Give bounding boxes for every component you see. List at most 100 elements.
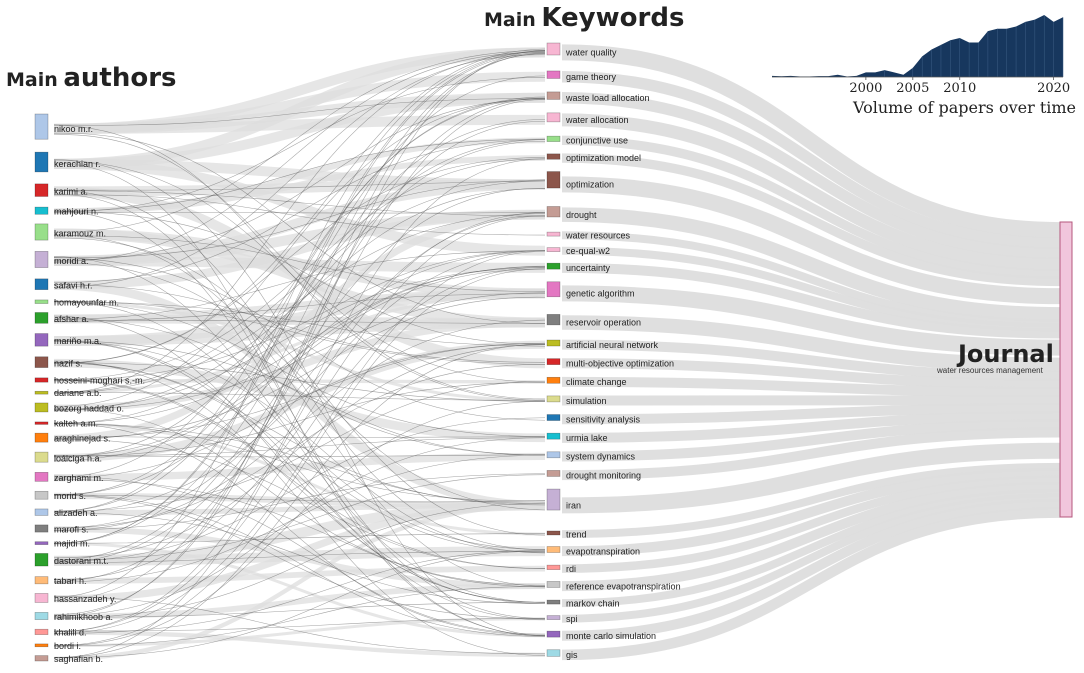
author-node-rahimikhoob-a[interactable]: rahimikhoob a. <box>34 612 113 622</box>
keyword-bar <box>546 615 561 620</box>
keyword-node-game-theory[interactable]: game theory <box>546 70 617 82</box>
author-node-karamouz-m[interactable]: karamouz m. <box>34 223 106 241</box>
keyword-label: water allocation <box>565 115 629 125</box>
keyword-node-trend[interactable]: trend <box>546 529 587 539</box>
keyword-node-multi-objective-optimization[interactable]: multi-objective optimization <box>546 358 674 368</box>
author-node-majidi-m[interactable]: majidi m. <box>34 539 90 549</box>
journal-name-label: water resources management <box>937 366 1043 375</box>
flow-multi-objective-optimization-to-journal <box>561 358 1061 390</box>
author-node-mari-o-m-a[interactable]: mariño m.a. <box>34 333 102 347</box>
author-label: homayounfar m. <box>54 297 119 307</box>
author-node-bozorg-haddad-o[interactable]: bozorg haddad o. <box>34 402 124 414</box>
link-moridi-a-1 <box>53 99 546 261</box>
keyword-node-genetic-algorithm[interactable]: genetic algorithm <box>546 281 635 299</box>
keyword-node-water-resources[interactable]: water resources <box>546 230 631 240</box>
keyword-bar <box>546 91 561 100</box>
band-tabari-h-to-rdi <box>53 565 546 584</box>
author-node-alizadeh-a[interactable]: alizadeh a. <box>34 508 98 518</box>
author-node-tabari-h[interactable]: tabari h. <box>34 576 87 586</box>
keywords-heading: Main Keywords <box>484 3 684 33</box>
band-safavi-h-r-to-drought <box>53 210 546 290</box>
keyword-node-artificial-neural-network[interactable]: artificial neural network <box>546 339 659 350</box>
author-node-homayounfar-m[interactable]: homayounfar m. <box>34 297 119 307</box>
keyword-node-drought-monitoring[interactable]: drought monitoring <box>546 470 641 480</box>
keyword-node-climate-change[interactable]: climate change <box>546 376 627 387</box>
author-node-afshar-a[interactable]: afshar a. <box>34 312 89 324</box>
author-node-moridi-a[interactable]: moridi a. <box>34 251 89 268</box>
author-label: hosseini-moghari s.-m. <box>54 376 145 386</box>
author-bar <box>34 151 49 173</box>
author-node-nikoo-m-r[interactable]: nikoo m.r. <box>34 113 93 140</box>
author-label: majidi m. <box>54 539 90 549</box>
keyword-node-rdi[interactable]: rdi <box>546 564 576 574</box>
keyword-bar <box>546 649 561 657</box>
keyword-node-drought[interactable]: drought <box>546 206 597 220</box>
link-hassanzadeh-y-2 <box>53 595 546 655</box>
link-khalili-d-4 <box>53 251 546 635</box>
link-mari-o-m-a-3 <box>53 340 546 456</box>
keyword-node-optimization-model[interactable]: optimization model <box>546 153 641 163</box>
keyword-node-water-quality[interactable]: water quality <box>546 42 617 58</box>
author-node-dariane-a-b[interactable]: dariane a.b. <box>34 388 102 398</box>
link-hassanzadeh-y-1 <box>53 50 546 598</box>
flow-water-resources-to-journal <box>561 231 1061 328</box>
author-bar <box>34 524 49 533</box>
keyword-node-waste-load-allocation[interactable]: waste load allocation <box>546 91 650 103</box>
author-node-araghinejad-s[interactable]: araghinejad s. <box>34 432 111 444</box>
link-dastorani-m-t-2 <box>53 474 546 561</box>
keyword-node-urmia-lake[interactable]: urmia lake <box>546 432 608 443</box>
author-node-bordi-i[interactable]: bordi i. <box>34 641 81 651</box>
author-node-lo-iciga-h-a[interactable]: loáiciga h.a. <box>34 451 102 463</box>
link-karamouz-m-2 <box>53 49 546 233</box>
keyword-bar <box>546 530 561 536</box>
author-node-kalteh-a-m[interactable]: kalteh a.m. <box>34 419 98 429</box>
keyword-node-uncertainty[interactable]: uncertainty <box>546 262 611 273</box>
author-node-saghafian-b[interactable]: saghafian b. <box>34 654 103 664</box>
keyword-bar <box>546 247 561 252</box>
link-bordi-i-2 <box>53 586 546 647</box>
keyword-bar <box>546 488 561 511</box>
band-kerachian-r-to-ce-qual-w2 <box>53 158 546 256</box>
author-node-kerachian-r[interactable]: kerachian r. <box>34 151 101 173</box>
band-bordi-i-to-spi <box>53 617 546 648</box>
author-node-hosseini-moghari-s-m[interactable]: hosseini-moghari s.-m. <box>34 376 145 386</box>
keyword-node-spi[interactable]: spi <box>546 614 578 624</box>
link-morid-s-4 <box>53 250 546 496</box>
author-node-mahjouri-n[interactable]: mahjouri n. <box>34 207 99 217</box>
keyword-node-evapotranspiration[interactable]: evapotranspiration <box>546 546 640 556</box>
keyword-node-system-dynamics[interactable]: system dynamics <box>546 451 636 462</box>
author-label: karamouz m. <box>54 229 106 239</box>
author-node-dastorani-m-t[interactable]: dastorani m.t. <box>34 553 109 567</box>
keyword-node-iran[interactable]: iran <box>546 488 581 511</box>
author-node-marofi-s[interactable]: marofi s. <box>34 524 89 534</box>
keyword-node-ce-qual-w2[interactable]: ce-qual-w2 <box>546 246 610 256</box>
link-marofi-s-1 <box>53 319 546 532</box>
keyword-node-conjunctive-use[interactable]: conjunctive use <box>546 136 628 146</box>
keyword-node-water-allocation[interactable]: water allocation <box>546 112 629 125</box>
keyword-node-sensitivity-analysis[interactable]: sensitivity analysis <box>546 414 641 424</box>
author-node-karimi-a[interactable]: karimi a. <box>34 183 88 197</box>
author-node-morid-s[interactable]: morid s. <box>34 490 86 501</box>
link-hosseini-moghari-s-m-2 <box>53 379 546 569</box>
author-node-safavi-h-r[interactable]: safavi h.r. <box>34 278 93 291</box>
author-node-hassanzadeh-y[interactable]: hassanzadeh y. <box>34 593 116 604</box>
author-bar <box>34 490 49 500</box>
author-node-nazif-s[interactable]: nazif s. <box>34 356 83 369</box>
author-node-khalili-d[interactable]: khalili d. <box>34 628 87 638</box>
keyword-node-markov-chain[interactable]: markov chain <box>546 598 620 608</box>
author-node-zarghami-m[interactable]: zarghami m. <box>34 472 104 483</box>
keywords-heading-prefix: Main <box>484 9 536 31</box>
band-saghafian-b-to-iran <box>53 503 546 661</box>
keyword-node-reference-evapotranspiration[interactable]: reference evapotranspiration <box>546 581 681 591</box>
journal-node[interactable] <box>1059 221 1073 518</box>
flow-drought-monitoring-to-journal <box>561 427 1061 481</box>
keyword-node-monte-carlo-simulation[interactable]: monte carlo simulation <box>546 630 656 641</box>
keyword-node-gis[interactable]: gis <box>546 649 578 660</box>
keyword-node-reservoir-operation[interactable]: reservoir operation <box>546 314 641 328</box>
link-karamouz-m-3 <box>53 235 546 292</box>
author-label: kerachian r. <box>54 159 101 169</box>
keyword-node-simulation[interactable]: simulation <box>546 395 607 406</box>
author-label: kalteh a.m. <box>54 419 98 429</box>
keyword-node-optimization[interactable]: optimization <box>546 171 614 190</box>
